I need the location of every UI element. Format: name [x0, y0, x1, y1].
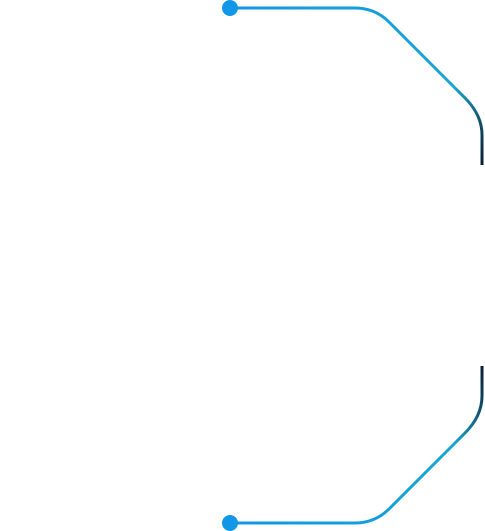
bottom-connector-line: [230, 366, 484, 525]
bottom-connector-dot: [222, 515, 238, 531]
top-connector-dot: [222, 0, 238, 16]
top-connector-line: [230, 6, 484, 165]
